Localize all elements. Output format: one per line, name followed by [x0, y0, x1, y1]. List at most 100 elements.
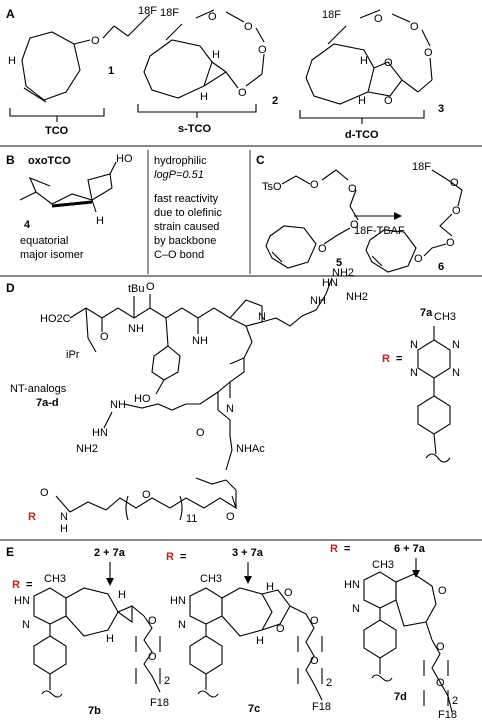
- oxotco-title: oxoTCO: [28, 155, 71, 167]
- e-7d-o2: O: [436, 641, 445, 653]
- compound-2-o4: O: [238, 87, 247, 99]
- e-7c-o4: O: [310, 655, 319, 667]
- compound-5-label: 5: [336, 257, 342, 269]
- e-7b-sub2: 2: [164, 675, 170, 687]
- compound-3-structure: [305, 9, 433, 105]
- logp-text: logP=0.51: [154, 169, 204, 181]
- peptide-o-amide: O: [40, 487, 49, 499]
- compound-5-o4: O: [318, 243, 327, 255]
- compound-2-structure: [143, 9, 265, 99]
- peptide-o-peg1: O: [142, 489, 151, 501]
- peptide-ho2c: HO2C: [40, 313, 71, 325]
- label-7a: 7a: [420, 307, 433, 319]
- e-7c-o1: O: [284, 587, 293, 599]
- e-7b-h1: H: [118, 589, 126, 601]
- panel-b: B oxoTCO HO H 4 equatorial major isomer …: [6, 150, 222, 274]
- peptide-o1: O: [100, 331, 109, 343]
- compound-5-o1: O: [310, 179, 319, 191]
- e-7d-o3: O: [436, 677, 445, 689]
- compound-2-h2: H: [200, 91, 208, 103]
- hydrophilic-text: hydrophilic: [154, 155, 207, 167]
- product-7b-structure: [33, 562, 161, 698]
- e-7c-o2: O: [276, 623, 285, 635]
- reactivity-line4: by backbone: [154, 235, 216, 247]
- compound-3-o5: O: [384, 95, 393, 107]
- panel-e: E R = 2 + 7a CH3 HN N H H O O 2 F18 7b: [6, 543, 458, 720]
- nt-analogs-range: 7a-d: [36, 397, 59, 409]
- e-7c-hn: HN: [170, 595, 186, 607]
- e-7d-o1: O: [438, 585, 447, 597]
- peptide-n-bottom: N: [60, 511, 68, 523]
- stco-bracket: [137, 104, 257, 118]
- e-7c-h2: H: [256, 635, 264, 647]
- compound-3-h1: H: [360, 55, 368, 67]
- e-7b-o2: O: [148, 651, 157, 663]
- dtco-bracket: [299, 110, 425, 124]
- panel-c: C TsO O O O O 5 18F-TBAF 18F O O O O: [256, 153, 463, 273]
- compound-1-h: H: [8, 55, 16, 67]
- peptide-nh1: NH: [128, 323, 144, 335]
- product-7d-structure: [363, 558, 453, 713]
- e-7c-label: 7c: [248, 703, 260, 715]
- compound-6-f18: 18F: [412, 161, 431, 173]
- equatorial-text: equatorial: [20, 235, 68, 247]
- compound-2-f18: 18F: [160, 7, 179, 19]
- peptide-h-bottom: H: [60, 523, 68, 535]
- reactivity-line1: fast reactivity: [154, 193, 219, 205]
- peptide-o3: O: [196, 427, 205, 439]
- peptide-n1: N: [258, 311, 266, 323]
- compound-5-o2: O: [348, 183, 357, 195]
- compound-4-h: H: [96, 215, 104, 227]
- tetrazine-7a-structure: [417, 326, 451, 463]
- e-7c-o3: O: [310, 615, 319, 627]
- peptide-o2: O: [146, 281, 155, 293]
- panel-e-letter: E: [6, 545, 14, 559]
- nt-analogs-text: NT-analogs: [10, 383, 67, 395]
- e-7d-n: N: [352, 603, 360, 615]
- compound-6-o1: O: [450, 177, 459, 189]
- e-7d-sub2: 2: [452, 695, 458, 707]
- peptide-hn-guan: HN: [92, 427, 108, 439]
- panel-d-r-equals: =: [396, 353, 402, 365]
- e-7c-n: N: [178, 619, 186, 631]
- reagent-text: 18F-TBAF: [354, 225, 405, 237]
- compound-1-label: 1: [108, 65, 114, 77]
- peptide-tbu: tBu: [128, 283, 145, 295]
- e-7c-reaction: 3 + 7a: [232, 547, 264, 559]
- compound-3-label: 3: [438, 103, 444, 115]
- peptide-nhac: NHAc: [236, 443, 265, 455]
- compound-2-label: 2: [272, 95, 278, 107]
- compound-6-structure: [365, 169, 463, 273]
- peptide-sub11: 11: [186, 513, 197, 525]
- compound-6-o2: O: [452, 205, 461, 217]
- e-7b-n: N: [22, 619, 30, 631]
- panel-a: A H O 18F 1 TCO 18F O: [6, 5, 444, 141]
- tetrazine-n1: N: [410, 339, 418, 351]
- tetrazine-ch3: CH3: [434, 311, 456, 323]
- compound-6-o4: O: [414, 253, 423, 265]
- tco-bracket: [9, 108, 105, 122]
- dtco-label: d-TCO: [345, 129, 379, 141]
- reactivity-line3: strain caused: [154, 221, 219, 233]
- peptide-hn: HN: [322, 277, 338, 289]
- e-7c-ch3: CH3: [200, 573, 222, 585]
- compound-4-structure: [19, 161, 117, 213]
- peptide-structure: [55, 277, 333, 521]
- e-7d-hn: HN: [344, 579, 360, 591]
- peptide-nh2-right: NH2: [346, 291, 368, 303]
- major-isomer-text: major isomer: [20, 249, 84, 261]
- peptide-ipr: iPr: [66, 349, 80, 361]
- peptide-nh-guan: NH: [110, 399, 126, 411]
- e-7c-equals: =: [180, 551, 186, 563]
- compound-4-label: 4: [24, 219, 31, 231]
- e-7b-reaction: 2 + 7a: [94, 547, 126, 559]
- compound-3-o3: O: [424, 47, 433, 59]
- compound-6-label: 6: [438, 261, 444, 273]
- product-7c-structure: [189, 562, 323, 701]
- compound-6-o3: O: [446, 237, 455, 249]
- e-7b-label: 7b: [88, 705, 101, 717]
- compound-3-o1: O: [374, 13, 383, 25]
- e-7b-o1: O: [148, 615, 157, 627]
- e-7b-equals: =: [26, 579, 32, 591]
